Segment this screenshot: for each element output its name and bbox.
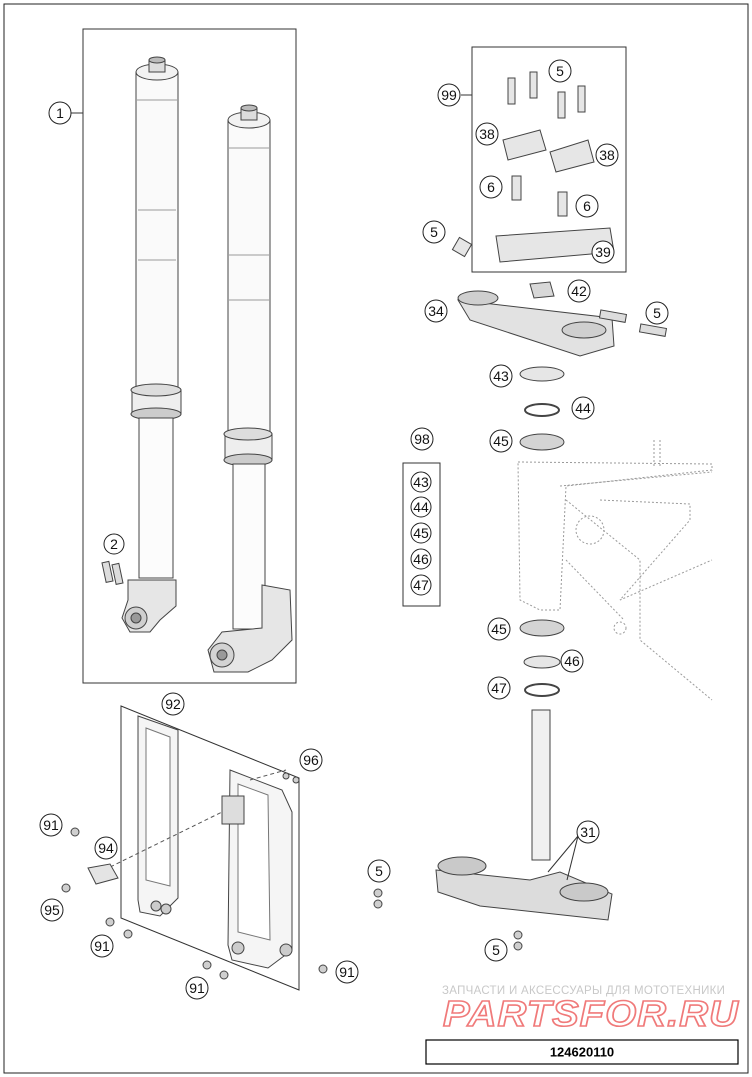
svg-text:46: 46	[564, 653, 580, 669]
callout-98: 98	[410, 427, 434, 451]
svg-text:43: 43	[413, 474, 429, 490]
frame-outline	[517, 440, 713, 701]
svg-text:94: 94	[98, 840, 114, 856]
callout-92: 92	[161, 692, 185, 716]
fork-leg-left	[121, 56, 182, 633]
handlebar-kit-group	[451, 46, 627, 273]
callout-94: 94	[94, 836, 118, 860]
callout-39: 39	[591, 240, 615, 264]
callout-5-lower-a: 5	[367, 859, 391, 883]
callout-42: 42	[567, 279, 591, 303]
callout-kit-45: 45	[410, 522, 432, 544]
callout-5-top: 5	[548, 59, 572, 83]
svg-text:5: 5	[430, 224, 438, 240]
watermark-brand: PARTSFOR.RU	[443, 993, 739, 1034]
svg-text:5: 5	[492, 942, 500, 958]
protector-group-outline	[120, 705, 300, 991]
callout-1: 1	[48, 101, 72, 125]
svg-text:43: 43	[493, 368, 509, 384]
callout-99: 99	[437, 83, 461, 107]
callout-44: 44	[571, 396, 595, 420]
callout-badges: 1 2 92 96 91 94 95 91 91 91 99 5 38 38 6…	[39, 59, 669, 1000]
callout-47: 47	[487, 676, 511, 700]
callout-6-b: 6	[575, 194, 599, 218]
callout-kit-44: 44	[410, 496, 432, 518]
callout-5-left: 5	[422, 220, 446, 244]
fork-clamp-screws	[101, 560, 124, 585]
svg-text:47: 47	[491, 680, 507, 696]
svg-text:44: 44	[575, 400, 591, 416]
svg-text:45: 45	[493, 433, 509, 449]
svg-text:98: 98	[414, 431, 430, 447]
callout-kit-46: 46	[410, 548, 432, 570]
callout-5-right: 5	[645, 301, 669, 325]
svg-text:1: 1	[56, 105, 64, 121]
callout-95: 95	[40, 898, 64, 922]
callout-kit-43: 43	[410, 471, 432, 493]
svg-text:47: 47	[413, 577, 429, 593]
svg-text:6: 6	[583, 198, 591, 214]
svg-text:39: 39	[595, 244, 611, 260]
callout-kit-47: 47	[410, 574, 432, 596]
svg-text:42: 42	[571, 283, 587, 299]
svg-text:38: 38	[479, 126, 495, 142]
svg-text:91: 91	[189, 980, 205, 996]
page-frame	[3, 3, 749, 1074]
svg-text:96: 96	[303, 752, 319, 768]
svg-text:45: 45	[491, 621, 507, 637]
bearing-kit-box	[402, 462, 441, 607]
callout-91-c: 91	[185, 976, 209, 1000]
svg-text:31: 31	[580, 824, 596, 840]
callout-38-b: 38	[595, 143, 619, 167]
svg-text:45: 45	[413, 525, 429, 541]
svg-text:38: 38	[599, 147, 615, 163]
callout-91-a: 91	[39, 813, 63, 837]
document-number: 124620110	[550, 1045, 614, 1060]
handlebar-kit-box	[471, 46, 627, 273]
svg-text:46: 46	[413, 551, 429, 567]
steering-assembly	[373, 281, 668, 951]
callout-31: 31	[576, 820, 600, 844]
callout-2: 2	[103, 533, 125, 555]
callout-6-a: 6	[479, 175, 503, 199]
svg-text:2: 2	[110, 536, 118, 552]
document-number-box: 124620110	[425, 1039, 739, 1065]
protector-group	[61, 705, 328, 991]
callout-43: 43	[489, 364, 513, 388]
callout-34: 34	[424, 299, 448, 323]
svg-text:6: 6	[487, 179, 495, 195]
callout-96: 96	[299, 748, 323, 772]
svg-text:99: 99	[441, 87, 457, 103]
callout-45-top: 45	[489, 429, 513, 453]
callout-5-lower-b: 5	[484, 938, 508, 962]
watermark: ЗАПЧАСТИ И АКСЕССУАРЫ ДЛЯ МОТОТЕХНИКИ PA…	[442, 985, 739, 1035]
watermark-subtitle: ЗАПЧАСТИ И АКСЕССУАРЫ ДЛЯ МОТОТЕХНИКИ	[442, 985, 725, 997]
svg-text:44: 44	[413, 499, 429, 515]
callout-46: 46	[560, 649, 584, 673]
svg-text:95: 95	[44, 902, 60, 918]
fork-group-box	[82, 28, 297, 684]
svg-text:5: 5	[556, 63, 564, 79]
svg-text:91: 91	[339, 964, 355, 980]
callout-91-b: 91	[90, 934, 114, 958]
svg-text:91: 91	[43, 817, 59, 833]
callout-45-bottom: 45	[487, 617, 511, 641]
fork-group	[71, 28, 297, 684]
svg-text:92: 92	[165, 696, 181, 712]
svg-text:91: 91	[94, 938, 110, 954]
callout-38-a: 38	[475, 122, 499, 146]
callout-91-d: 91	[335, 960, 359, 984]
svg-text:5: 5	[653, 305, 661, 321]
svg-text:34: 34	[428, 303, 444, 319]
svg-text:5: 5	[375, 863, 383, 879]
fork-leg-right	[207, 104, 293, 673]
